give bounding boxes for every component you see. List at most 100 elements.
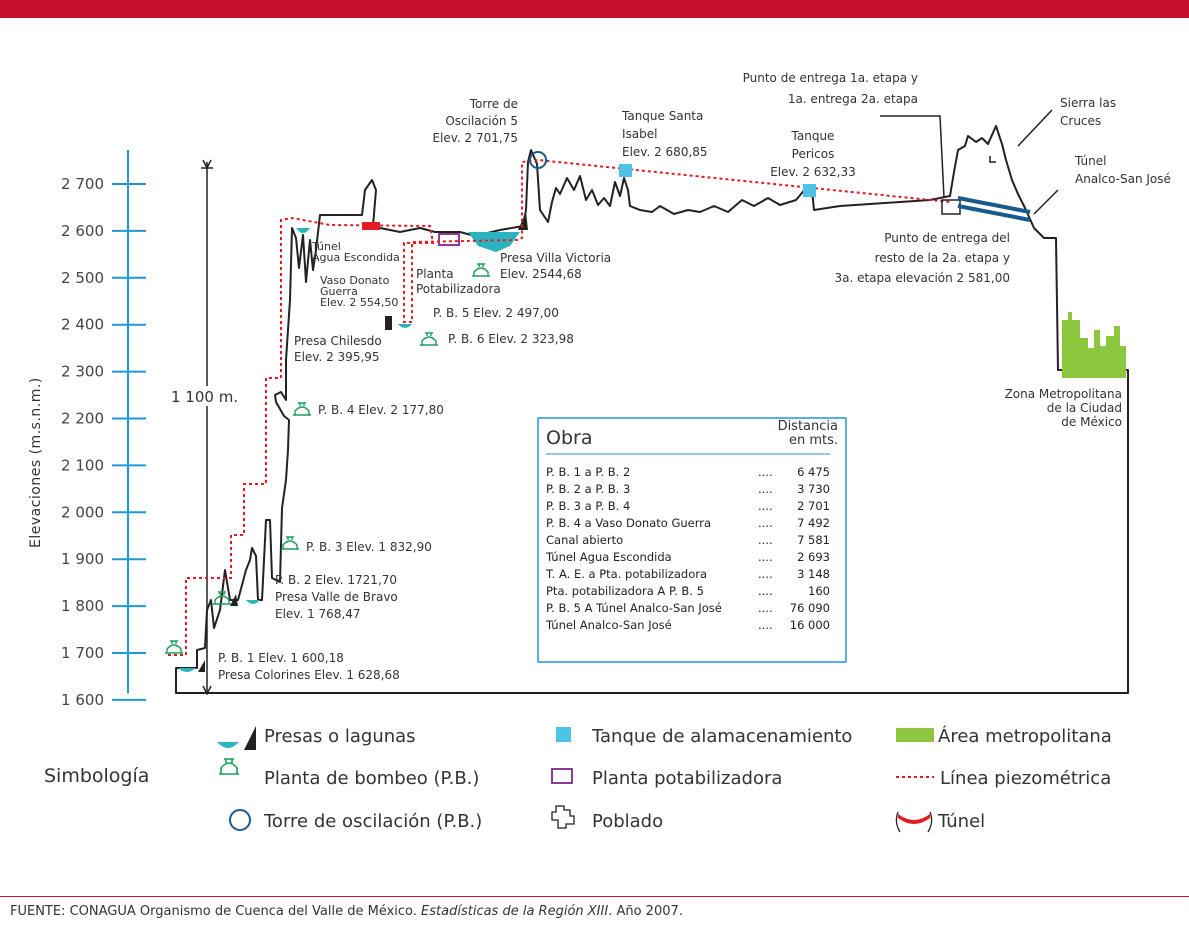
label-planta-potabilizadora: Potabilizadora — [416, 282, 501, 296]
table-row-distance: 3 730 — [797, 482, 830, 496]
legend-torre: Torre de oscilación (P.B.) — [229, 809, 482, 832]
label-tanque-pericos: Tanque — [791, 129, 835, 143]
label-pb1: Presa Colorines Elev. 1 628,68 — [218, 668, 400, 682]
table-row-obra: P. B. 1 a P. B. 2 — [546, 465, 630, 479]
legend-area-label: Área metropolitana — [938, 725, 1112, 747]
lagoon-icon — [217, 742, 239, 748]
axis-tick-label: 2 000 — [61, 503, 104, 521]
table-row-dots: .... — [758, 618, 773, 632]
table-row-obra: P. B. 3 a P. B. 4 — [546, 499, 630, 513]
table-row-distance: 2 693 — [797, 550, 830, 564]
label-tanque-santa-isabel: Elev. 2 680,85 — [622, 145, 708, 159]
pump-station-icon — [293, 402, 311, 416]
table-row-dots: .... — [758, 601, 773, 615]
presa-villa-victoria-lagoon — [468, 232, 520, 252]
leader-lines — [880, 109, 1059, 215]
label-torre-oscilacion: Oscilación 5 — [445, 114, 518, 128]
table-row-distance: 76 090 — [790, 601, 830, 615]
legend-tanque: Tanque de alamacenamiento — [556, 726, 852, 747]
tower-icon — [229, 809, 251, 831]
table-row-obra: P. B. 5 A Túnel Analco-San José — [546, 601, 722, 615]
label-vaso-donato-guerra: Vaso Donato — [320, 274, 390, 287]
table-row-dots: .... — [758, 499, 773, 513]
treatment-plant-icon — [551, 768, 573, 784]
label-vaso-donato-guerra: Elev. 2 554,50 — [320, 296, 398, 309]
label-tunel-agua-escondida: Agua Escondida — [312, 251, 400, 264]
table-col-header-1: Distancia — [778, 419, 838, 434]
terrain-profile — [175, 125, 1129, 694]
label-sierra-las-cruces: Cruces — [1060, 114, 1101, 128]
source-title: Estadísticas de la Región XIII — [421, 904, 609, 919]
table-row-obra: Canal abierto — [546, 533, 623, 547]
table-title: Obra — [546, 427, 592, 449]
label-pb6: P. B. 6 Elev. 2 323,98 — [448, 332, 574, 346]
table-row-distance: 160 — [808, 584, 830, 598]
label-punto-entrega-2: Punto de entrega del — [884, 231, 1010, 245]
label-torre-oscilacion: Torre de — [469, 97, 518, 111]
label-tunel-analco: Analco-San José — [1075, 172, 1171, 186]
label-presa-chilesdo: Presa Chilesdo — [294, 334, 382, 348]
axis-tick-label: 2 500 — [61, 269, 104, 287]
top-banner — [0, 0, 1189, 18]
table-row-obra: Túnel Agua Escondida — [545, 550, 672, 564]
label-tunel-agua-escondida: Túnel — [311, 240, 341, 253]
label-sierra-las-cruces: Sierra las — [1060, 96, 1116, 110]
pump-station-icon — [420, 332, 438, 346]
tunnel-icon — [898, 814, 930, 824]
label-vaso-donato-guerra: Guerra — [320, 285, 358, 298]
table-row-distance: 16 000 — [790, 618, 830, 632]
label-punto-entrega-2: resto de la 2a. etapa y — [875, 251, 1010, 265]
label-pb2: Elev. 1 768,47 — [275, 607, 361, 621]
punto-entrega-box — [941, 199, 961, 215]
table-row-distance: 6 475 — [797, 465, 830, 479]
label-pb3: P. B. 3 Elev. 1 832,90 — [306, 540, 432, 554]
legend-title: Simbología — [44, 765, 149, 787]
legend-tunel: Túnel — [895, 811, 985, 833]
label-tunel-analco: Túnel — [1074, 154, 1106, 168]
label-punto-entrega-2: 3a. etapa elevación 2 581,00 — [834, 271, 1010, 285]
planta-potabilizadora-mark — [438, 233, 460, 246]
label-tanque-pericos: Pericos — [792, 147, 835, 161]
table-row-obra: Túnel Analco-San José — [545, 618, 672, 632]
table-row-dots: .... — [758, 465, 773, 479]
axis-tick-label: 2 300 — [61, 363, 104, 381]
axis-tick-label: 2 700 — [61, 175, 104, 193]
tanque-pericos-mark — [803, 184, 816, 197]
table-row-distance: 7 492 — [797, 516, 830, 530]
source-prefix: FUENTE: CONAGUA Organismo de Cuenca del … — [10, 904, 422, 919]
tunel-analco-mark — [957, 196, 1031, 222]
table-row-dots: .... — [758, 516, 773, 530]
legend-linea-label: Línea piezométrica — [940, 768, 1111, 789]
source-note: FUENTE: CONAGUA Organismo de Cuenca del … — [10, 904, 683, 919]
legend-area: Área metropolitana — [896, 725, 1112, 747]
table-row-dots: .... — [758, 567, 773, 581]
pump-station-icon — [213, 591, 231, 605]
pump-stations — [165, 263, 490, 654]
table-row-dots: .... — [758, 584, 773, 598]
axis-tick-label: 2 600 — [61, 222, 104, 240]
table-col-header-2: en mts. — [789, 433, 838, 448]
label-presa-villa-victoria: Elev. 2544,68 — [500, 267, 582, 281]
table-row-obra: P. B. 4 a Vaso Donato Guerra — [546, 516, 711, 530]
table-row-dots: .... — [758, 533, 773, 547]
legend-presas: Presas o lagunas — [217, 726, 416, 750]
legend-planta-label: Planta potabilizadora — [592, 768, 782, 789]
axis-tick-label: 1 900 — [61, 550, 104, 568]
label-punto-entrega-1: Punto de entrega 1a. etapa y — [743, 71, 918, 85]
distance-table: Obra Distancia en mts. P. B. 1 a P. B. 2… — [537, 417, 847, 663]
legend-bombeo-label: Planta de bombeo (P.B.) — [264, 768, 479, 789]
table-row-dots: .... — [758, 550, 773, 564]
label-pb1: P. B. 1 Elev. 1 600,18 — [218, 651, 344, 665]
source-suffix: . Año 2007. — [608, 904, 683, 919]
pump-station-icon — [281, 536, 299, 550]
axis-tick-label: 2 200 — [61, 410, 104, 428]
legend-tunel-label: Túnel — [937, 811, 985, 832]
legend: Simbología Presas o lagunas Planta de bo… — [44, 725, 1112, 833]
label-presa-villa-victoria: Presa Villa Victoria — [500, 251, 611, 265]
dam-markers — [178, 228, 412, 672]
legend-presas-label: Presas o lagunas — [264, 726, 416, 747]
axis-tick-label: 2 400 — [61, 316, 104, 334]
label-pb5: P. B. 5 Elev. 2 497,00 — [433, 306, 559, 320]
